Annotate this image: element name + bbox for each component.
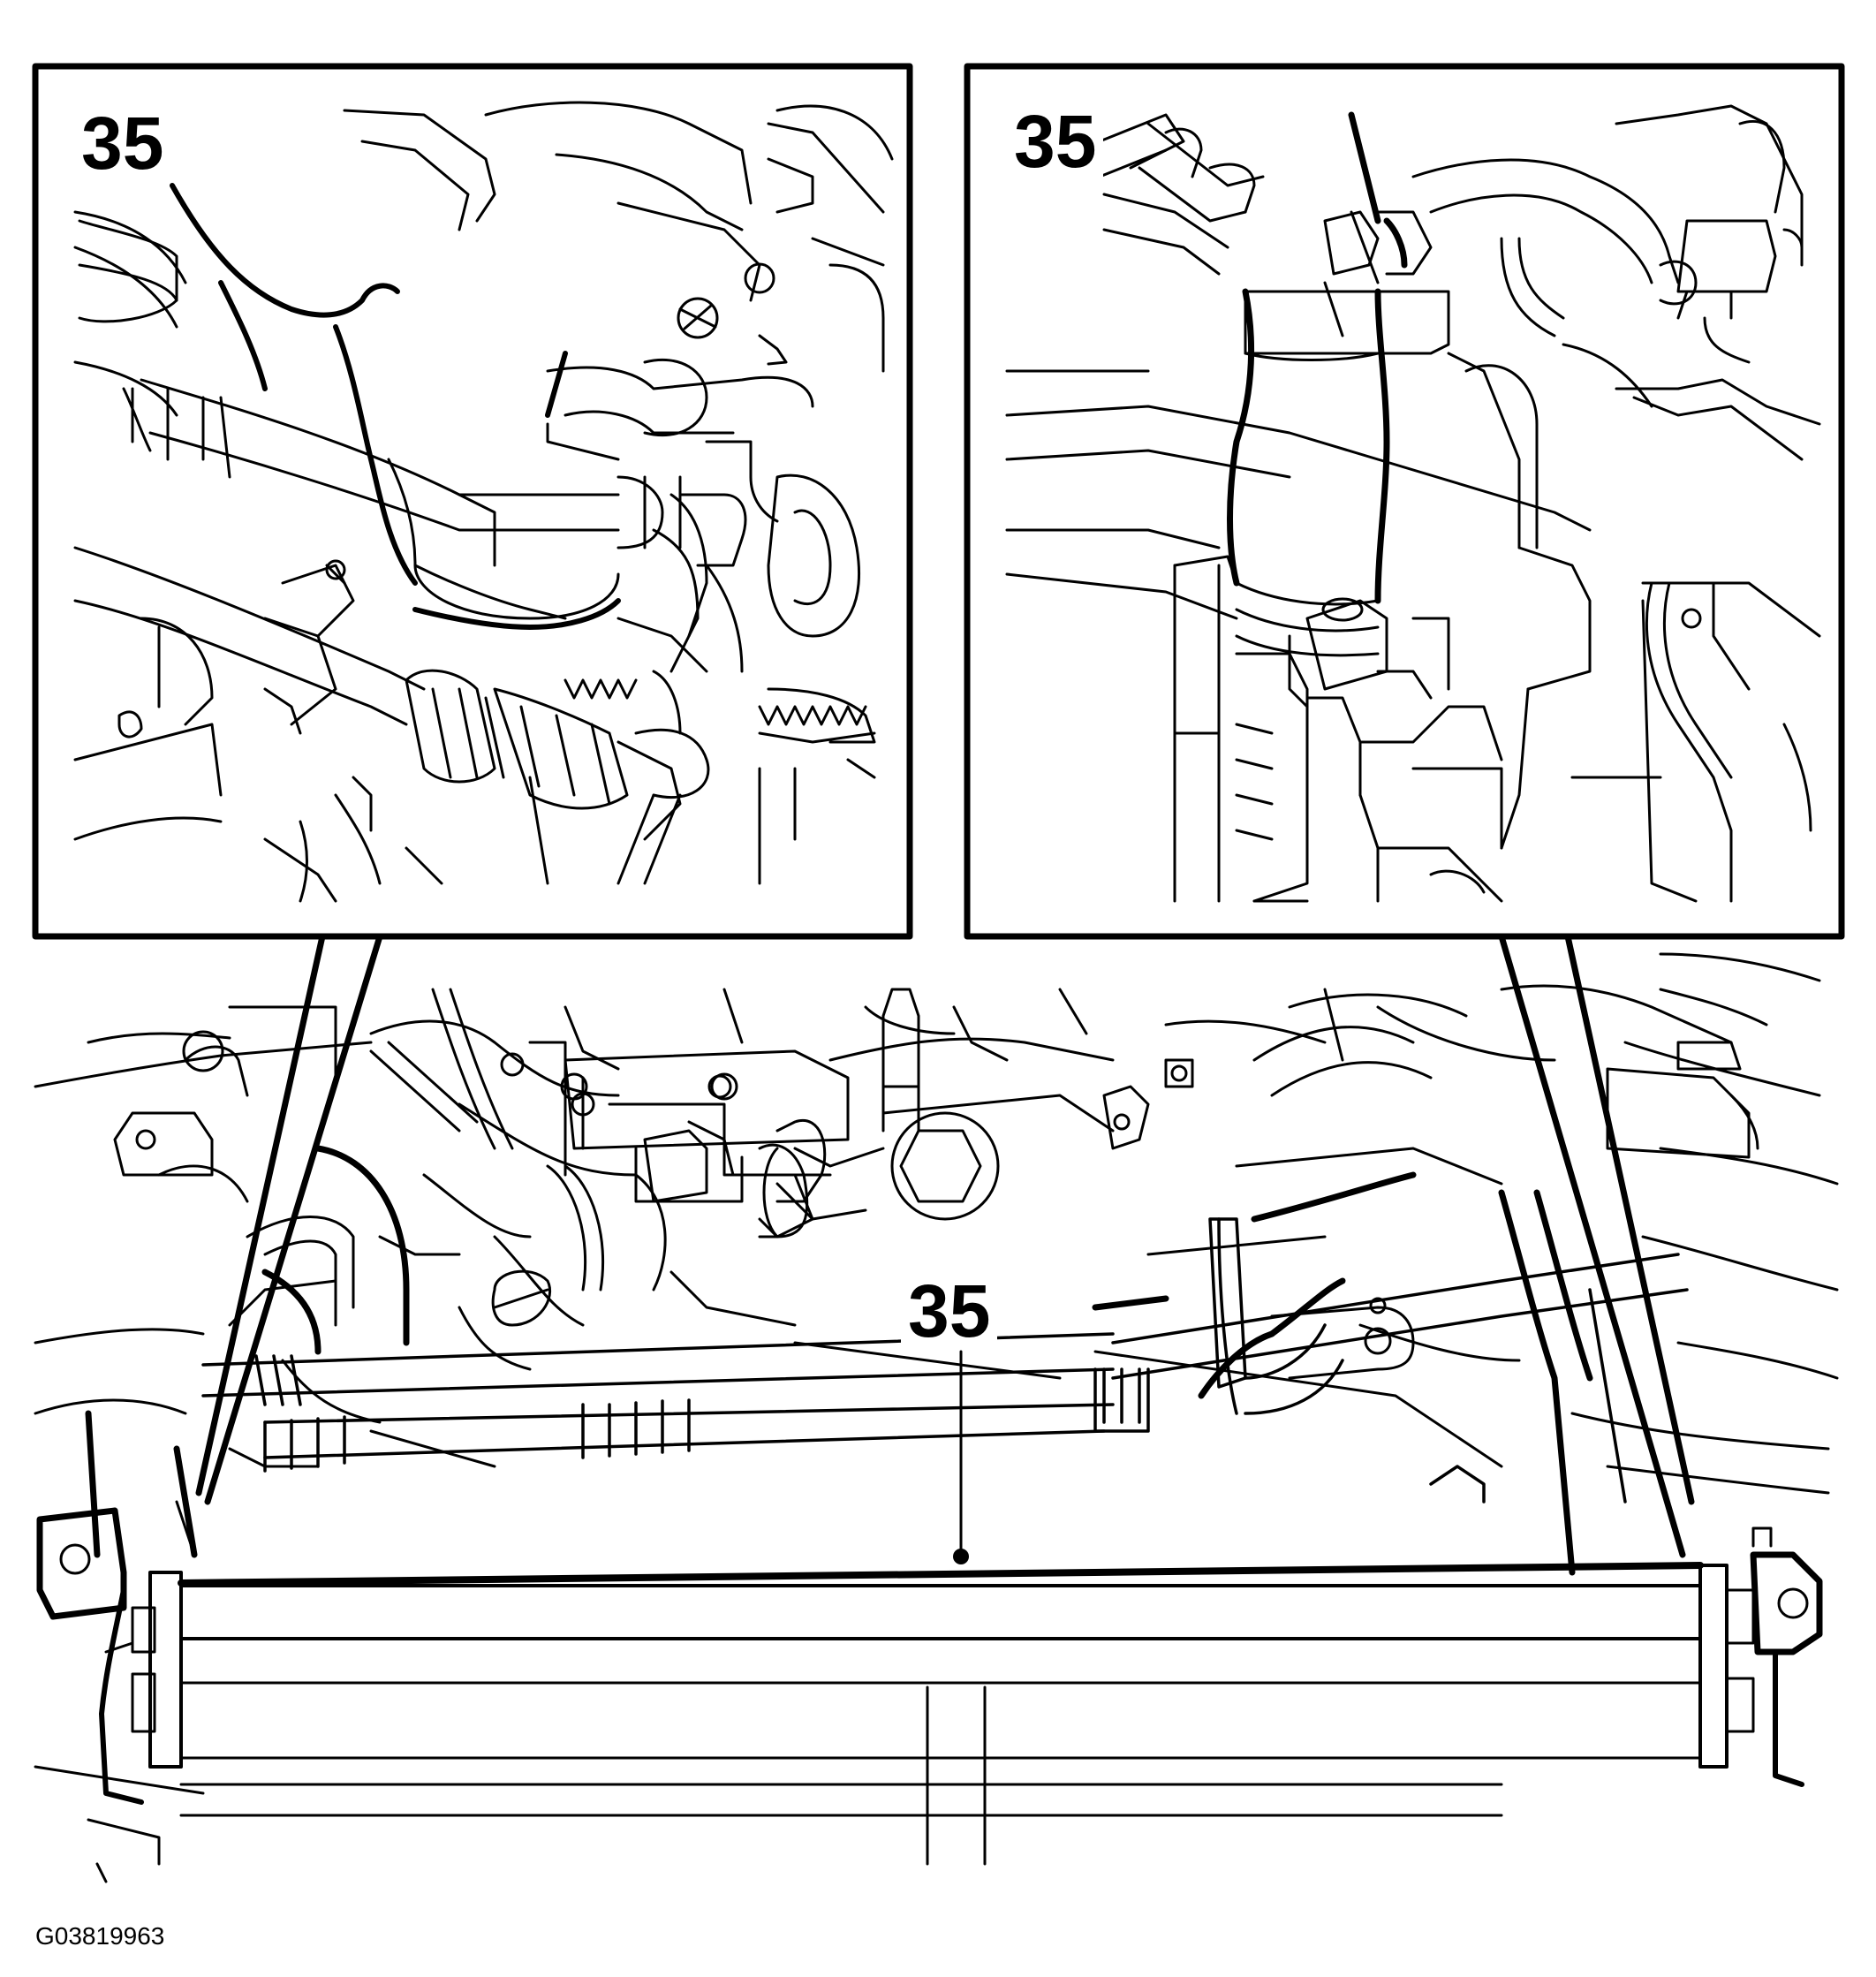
hex-nut bbox=[899, 1129, 982, 1203]
figure-code: G03819963 bbox=[35, 1922, 165, 1950]
detail-connectors bbox=[195, 933, 1695, 1558]
oil-cooler bbox=[34, 1507, 1823, 1883]
power-steering-lines bbox=[201, 1217, 1689, 1504]
main-leader bbox=[953, 1350, 969, 1564]
engine-background bbox=[34, 952, 1839, 1557]
main-view-callout: 35 bbox=[901, 1274, 998, 1348]
heavy-lines bbox=[85, 1145, 1593, 1576]
right-detail-panel bbox=[964, 63, 1845, 940]
main-view bbox=[34, 952, 1839, 1883]
left-detail-panel bbox=[32, 63, 913, 940]
left-panel-callout: 35 bbox=[81, 102, 164, 185]
right-panel-callout: 35 bbox=[1014, 104, 1104, 178]
engine-components bbox=[113, 988, 1759, 1380]
